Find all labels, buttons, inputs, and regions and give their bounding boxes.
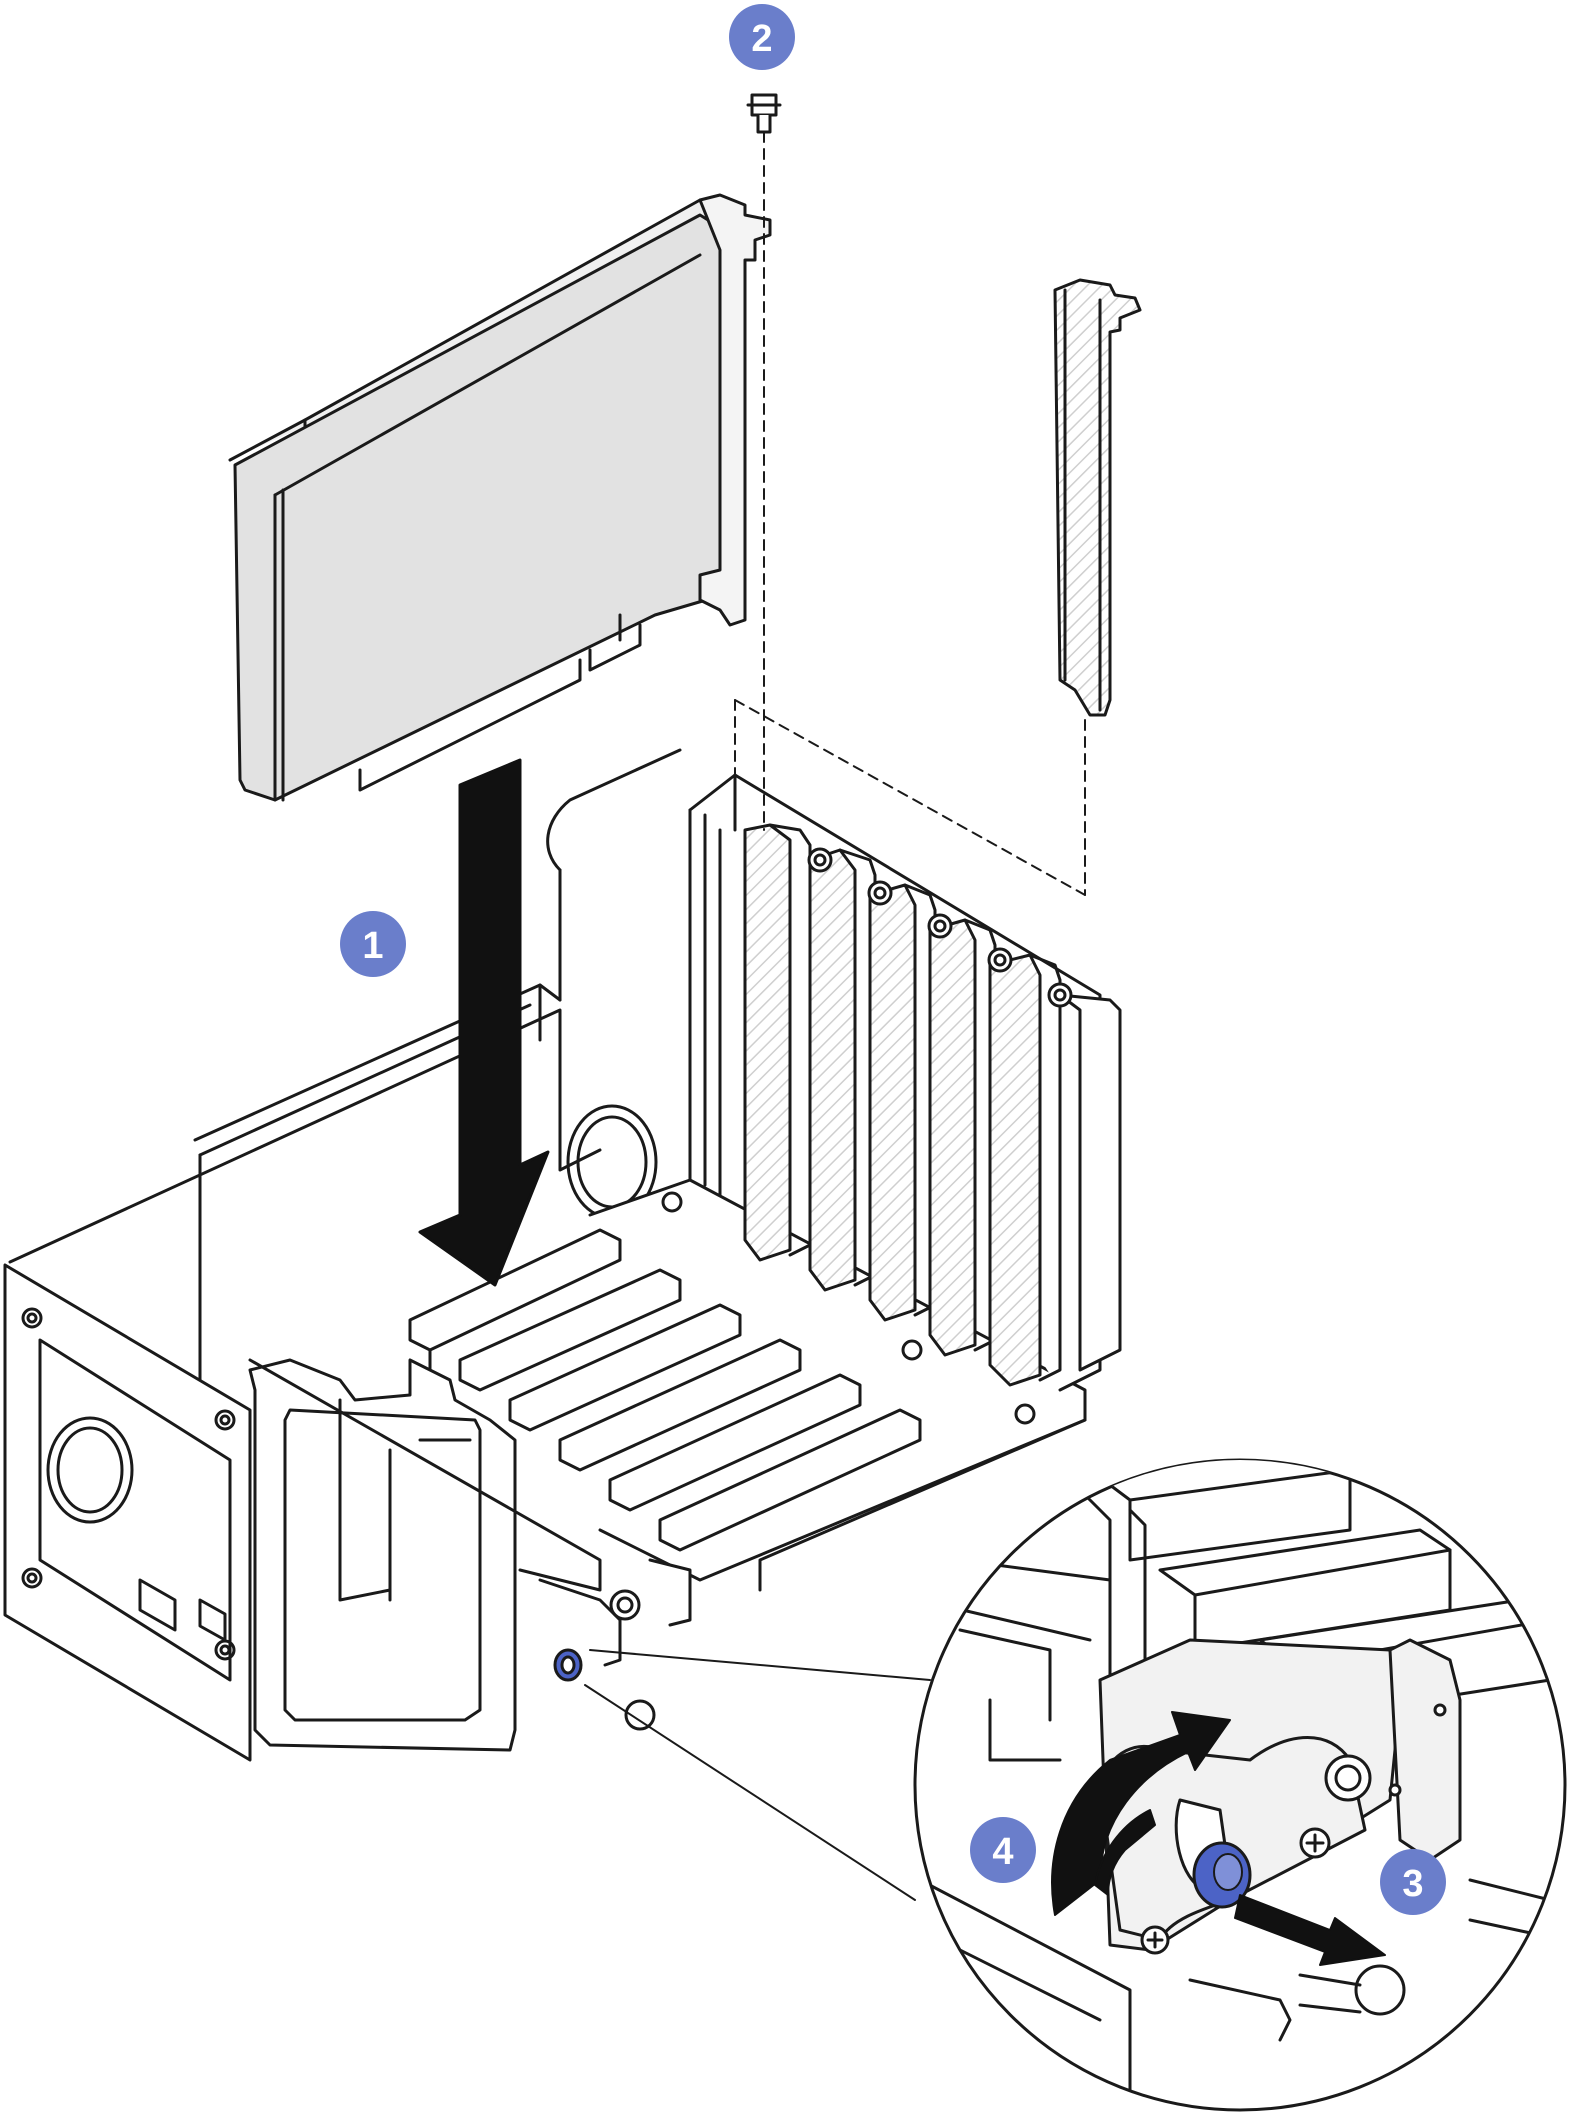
callout-label-4: 4 <box>992 1831 1013 1873</box>
pcie-slot-4 <box>558 1338 802 1472</box>
open-slot-outline <box>734 699 1086 896</box>
pcie-slot-1 <box>408 1228 622 1372</box>
pcie-slots <box>408 1228 922 1552</box>
zoom-leader-lines <box>584 1649 931 1901</box>
bracket-filler-3 <box>868 883 937 1322</box>
insert-arrow <box>418 758 550 1287</box>
pcie-slot-6 <box>658 1408 922 1552</box>
pull-arrow <box>1234 1894 1386 1966</box>
pcie-slot-5 <box>608 1373 862 1512</box>
callout-label-3: 3 <box>1402 1863 1423 1905</box>
plunger-pin-small <box>553 1648 583 1682</box>
zoom-detail <box>913 1458 1567 2112</box>
screw <box>746 93 782 134</box>
bracket-screws <box>807 847 1073 1008</box>
pcie-slot-2 <box>458 1268 682 1392</box>
front-handle <box>248 1358 517 1752</box>
callout-label-1: 1 <box>362 925 383 967</box>
callout-step-4: 4 <box>970 1817 1036 1883</box>
pcie-slot-3 <box>508 1303 742 1432</box>
card-mounting-bracket <box>698 193 772 627</box>
bracket-filler-4 <box>928 918 997 1357</box>
pcie-adapter-card <box>228 198 747 802</box>
plunger-pin <box>1192 1841 1252 1909</box>
retention-latch <box>248 1358 692 1731</box>
callout-step-2: 2 <box>729 4 795 70</box>
bracket-filler-5 <box>988 953 1062 1387</box>
callout-step-1: 1 <box>340 911 406 977</box>
callout-label-2: 2 <box>751 18 772 60</box>
bracket-filler-2 <box>808 848 877 1292</box>
callout-step-3: 3 <box>1380 1849 1446 1915</box>
bracket-filler-1 <box>743 823 812 1262</box>
rotate-arrow <box>1051 1711 1231 1916</box>
riser-cage <box>3 748 682 1762</box>
slot-filler-bracket <box>1053 278 1142 717</box>
